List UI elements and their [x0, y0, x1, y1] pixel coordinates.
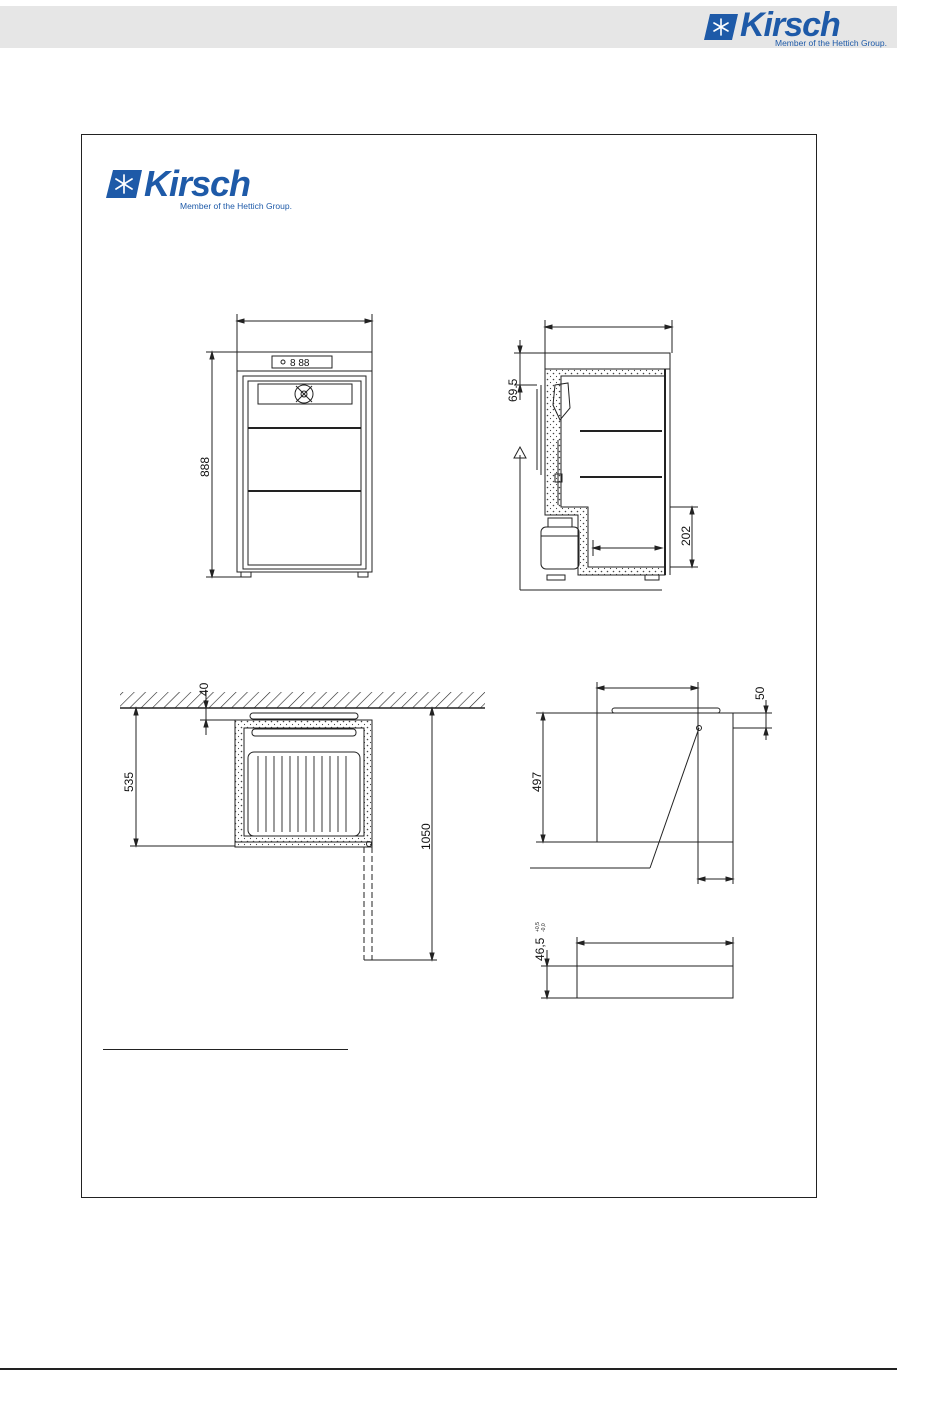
plinth-view — [541, 937, 733, 998]
top-door-swing-label: 1050 — [419, 823, 433, 850]
right-offset-label: 50 — [753, 686, 767, 700]
right-side-view — [530, 682, 772, 884]
side-view — [514, 320, 698, 590]
front-display-text: 8 88 — [290, 358, 310, 369]
front-height-label: 888 — [198, 457, 212, 477]
side-inner-height-label: 202 — [679, 526, 693, 546]
top-wall-gap-label: 40 — [197, 682, 211, 696]
right-height-label: 497 — [530, 772, 544, 792]
signature-line — [103, 1049, 348, 1050]
front-view — [206, 314, 372, 577]
plinth-height-label: 46,5 — [533, 937, 547, 961]
plinth-tolerance-lower: -0,0 — [541, 923, 547, 932]
footer-rule — [0, 1368, 897, 1370]
top-depth-label: 535 — [122, 772, 136, 792]
side-top-offset-label: 69.5 — [506, 378, 520, 402]
